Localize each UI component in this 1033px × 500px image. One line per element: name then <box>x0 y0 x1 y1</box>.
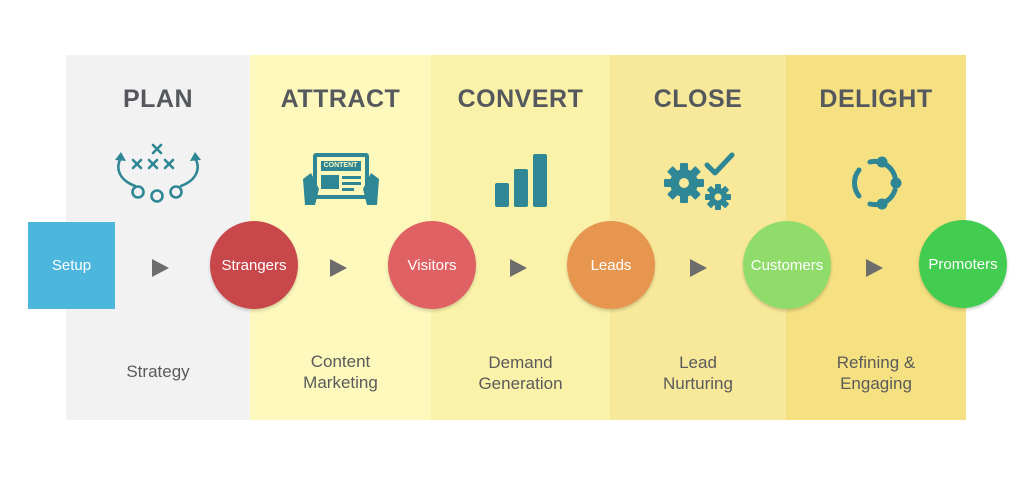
arrow-icon <box>866 259 883 277</box>
content-tablet-label: CONTENT <box>323 162 358 169</box>
caption-delight-line2: Engaging <box>840 374 912 393</box>
stage-customers: Customers <box>743 221 831 309</box>
heading-delight: DELIGHT <box>819 85 933 113</box>
caption-attract: Content Marketing <box>250 351 431 393</box>
stage-visitors: Visitors <box>388 221 476 309</box>
caption-close-line1: Lead <box>679 353 717 372</box>
playbook-icon <box>115 143 201 203</box>
arrow-icon <box>330 259 347 277</box>
heading-attract: ATTRACT <box>280 85 401 113</box>
arrow-icon <box>690 259 707 277</box>
caption-close: Lead Nurturing <box>610 352 786 394</box>
caption-close-line2: Nurturing <box>663 374 733 393</box>
heading-convert: CONVERT <box>457 85 584 113</box>
heading-plan: PLAN <box>122 85 194 113</box>
stage-leads: Leads <box>567 221 655 309</box>
bar-chart-icon <box>494 154 547 207</box>
arrow-icon <box>510 259 527 277</box>
content-tablet-icon: CONTENT <box>301 149 381 209</box>
caption-delight-line1: Refining & <box>836 353 916 372</box>
caption-plan: Strategy <box>126 362 190 381</box>
caption-delight: Refining & Engaging <box>786 352 966 394</box>
stage-promoters: Promoters <box>919 220 1007 308</box>
heading-close: CLOSE <box>653 85 743 113</box>
stage-strangers: Strangers <box>210 221 298 309</box>
arrow-icon <box>152 259 169 277</box>
caption-convert-line2: Generation <box>478 374 563 393</box>
cycle-icon <box>852 156 902 210</box>
caption-convert-line1: Demand <box>488 353 553 372</box>
caption-attract-line1: Content <box>310 352 371 371</box>
gears-check-icon <box>664 152 735 210</box>
caption-attract-line2: Marketing <box>303 373 378 392</box>
caption-convert: Demand Generation <box>431 352 610 394</box>
stage-setup: Setup <box>28 222 115 309</box>
